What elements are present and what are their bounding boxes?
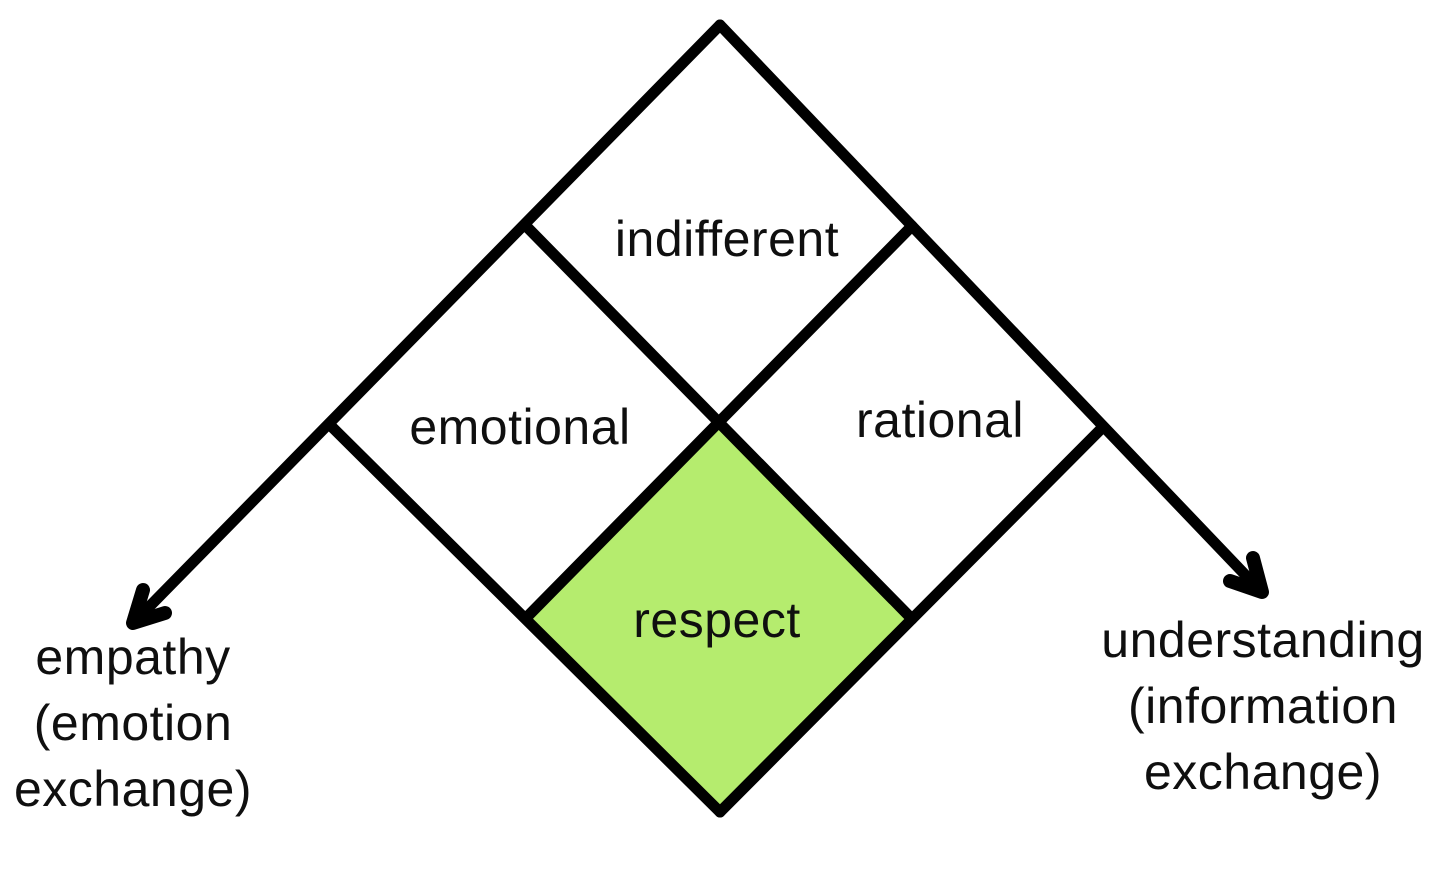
inner-divider-ne-sw	[520, 220, 918, 624]
right-axis-label-line1: understanding	[1101, 612, 1425, 668]
right-axis-label-line3: exchange)	[1143, 744, 1382, 800]
left-axis-label-line2: (emotion	[33, 695, 233, 751]
right-axis-line	[714, 19, 1260, 590]
left-axis-line	[140, 19, 726, 616]
left-axis-label: empathy (emotion exchange)	[14, 624, 252, 822]
left-arrow-head-icon	[126, 583, 172, 630]
quadrant-label-rational: rational	[856, 392, 1024, 448]
right-arrow-head-icon	[1223, 551, 1269, 599]
quadrant-label-respect: respect	[633, 592, 801, 648]
diagram-lines	[126, 19, 1269, 818]
left-axis-label-line1: empathy	[35, 629, 231, 685]
left-axis-label-line3: exchange)	[14, 761, 252, 817]
quadrant-label-indifferent: indifferent	[614, 211, 840, 267]
quadrant-label-emotional: emotional	[409, 399, 631, 455]
right-axis-label-line2: (information	[1127, 678, 1398, 734]
right-axis-label: understanding (information exchange)	[1101, 607, 1424, 805]
